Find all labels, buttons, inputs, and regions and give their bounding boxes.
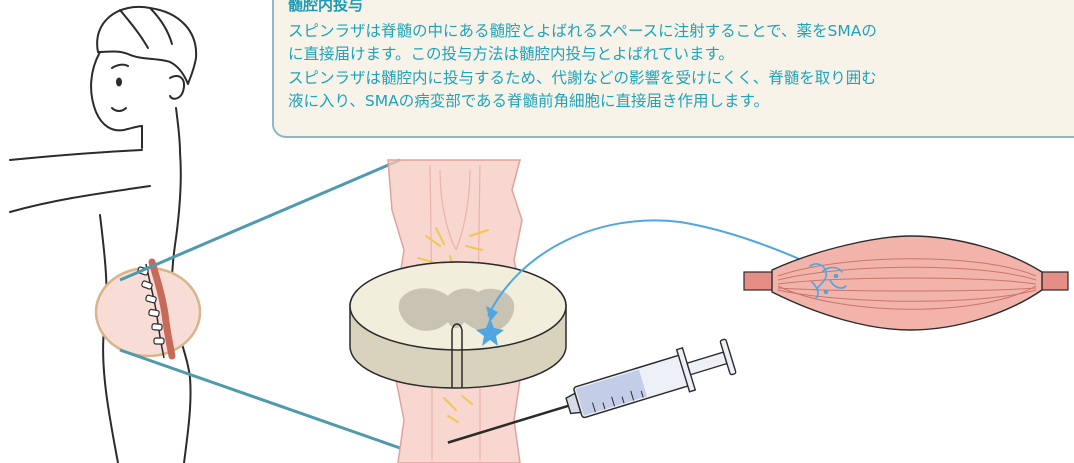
spinal-column bbox=[349, 159, 567, 463]
muscle bbox=[743, 235, 1069, 331]
arm-upper bbox=[9, 149, 143, 161]
info-paragraph-2: スピンラザは髄腔内に投与するため、代謝などの影響を受けにくく、脊髄を取り囲む 液… bbox=[288, 67, 1074, 113]
info-paragraph-1-line-1: スピンラザは脊髄の中にある髄腔とよばれるスペースに注射することで、薬をSMAの bbox=[288, 22, 877, 40]
syringe-fluid bbox=[575, 369, 648, 416]
person-figure bbox=[9, 5, 198, 463]
eye bbox=[116, 77, 122, 87]
nerve-pathway-arrow bbox=[486, 219, 821, 322]
zoom-lines bbox=[119, 158, 401, 450]
syringe-plunger bbox=[686, 351, 728, 376]
syringe-needle bbox=[447, 404, 569, 444]
zoom-circle bbox=[94, 266, 202, 358]
info-paragraph-1-line-2: に直接届けます。この投与方法は髄腔内投与とよばれています。 bbox=[288, 45, 734, 63]
muscle-belly bbox=[771, 235, 1043, 331]
ear bbox=[169, 75, 186, 100]
tendon-left bbox=[743, 271, 775, 291]
neuromuscular-junction bbox=[809, 263, 847, 299]
spine-curve bbox=[148, 258, 176, 360]
syringe bbox=[447, 338, 737, 444]
face bbox=[90, 51, 143, 132]
tendon-right bbox=[1039, 271, 1069, 291]
drug-target-star bbox=[476, 318, 504, 346]
brow bbox=[111, 63, 129, 69]
info-paragraph-1: スピンラザは脊髄の中にある髄腔とよばれるスペースに注射することで、薬をSMAの … bbox=[288, 20, 1074, 66]
info-paragraph-2-line-1: スピンラザは髄腔内に投与するため、代謝などの影響を受けにくく、脊髄を取り囲む bbox=[288, 69, 877, 87]
body-spine-detail bbox=[94, 258, 202, 360]
info-title: 髄腔内投与 bbox=[288, 0, 364, 14]
anterior-fissure bbox=[451, 330, 463, 388]
arm-lower bbox=[9, 185, 151, 213]
info-box bbox=[272, 0, 1074, 138]
info-paragraph-2-line-2: 液に入り、SMAの病変部である脊髄前角細胞に直接届き作用します。 bbox=[288, 92, 769, 110]
mouth bbox=[111, 107, 127, 112]
grey-matter bbox=[398, 288, 515, 333]
